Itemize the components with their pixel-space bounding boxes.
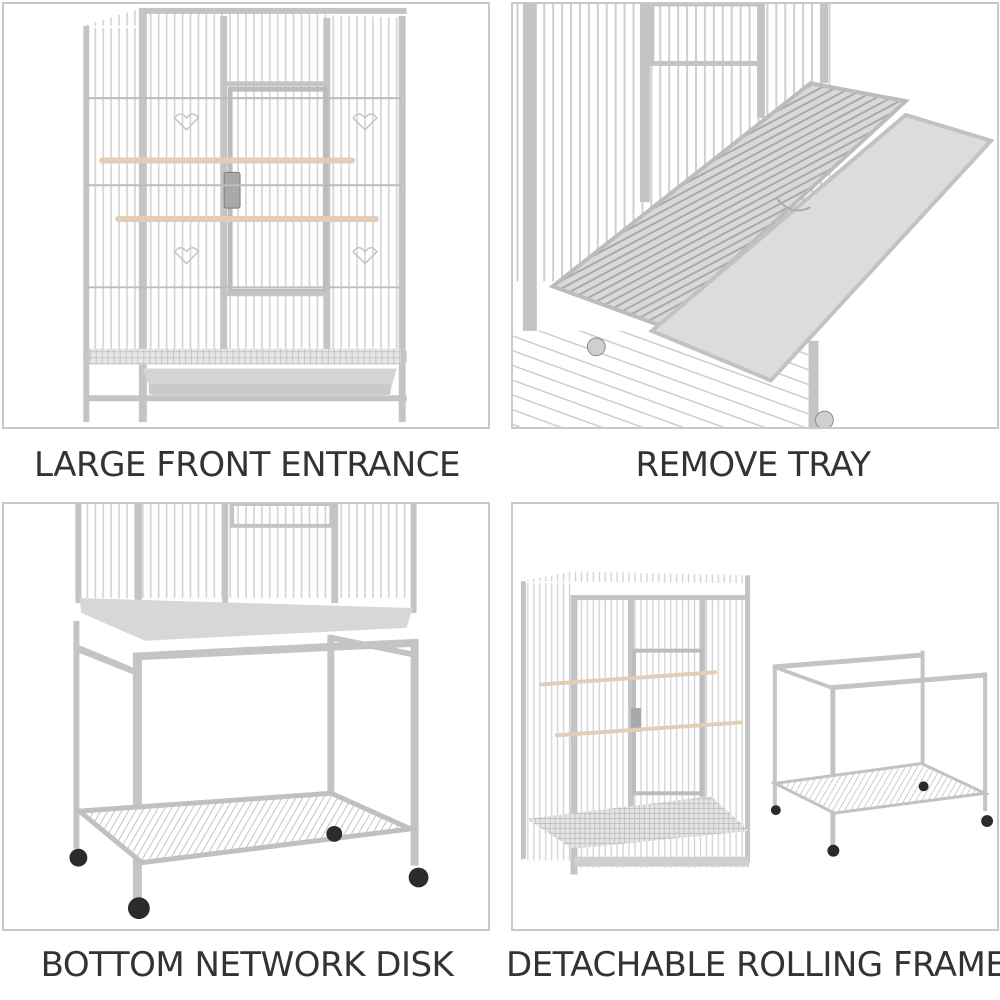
rolling-stand-image xyxy=(69,504,429,920)
cage-and-stand-separated-image xyxy=(520,571,994,875)
pull-out-tray-image xyxy=(513,4,995,427)
caption-bottom-network-disk: BOTTOM NETWORK DISK xyxy=(40,945,454,985)
caption-remove-tray: REMOVE TRAY xyxy=(635,445,871,485)
cage-front-door-image xyxy=(83,7,407,423)
caption-large-front-entrance: LARGE FRONT ENTRANCE xyxy=(33,445,461,485)
panel-large-front-entrance xyxy=(2,2,490,429)
panel-detachable-rolling-frame xyxy=(511,502,999,931)
panel-remove-tray xyxy=(511,2,999,429)
caption-detachable-rolling-frame: DETACHABLE ROLLING FRAME xyxy=(506,945,1000,985)
panel-bottom-network-disk xyxy=(2,502,490,931)
